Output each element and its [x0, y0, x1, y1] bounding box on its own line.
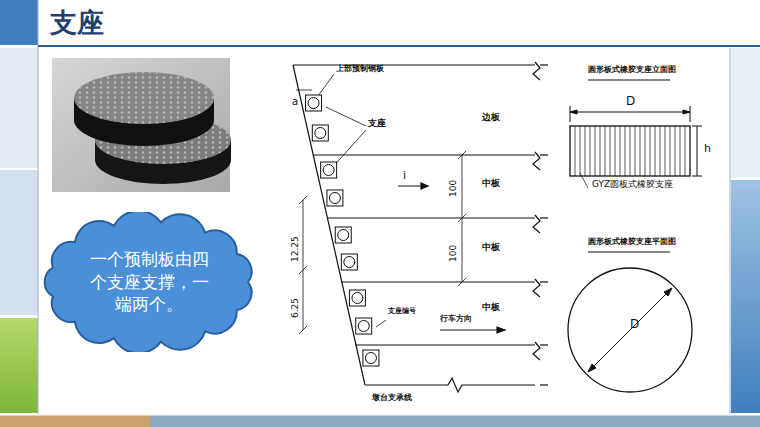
bearing-symbol: [363, 350, 379, 366]
part-name: 中板: [482, 243, 500, 253]
bearing-symbol: [312, 125, 328, 141]
part-name: 边板: [482, 113, 500, 123]
bearing-symbol: [327, 190, 343, 206]
note: 行车方向: [440, 315, 472, 324]
hatch-line: [615, 126, 616, 176]
hatch-line: [645, 126, 646, 176]
bearing-symbol: [308, 98, 319, 109]
dimension: 6.25: [291, 298, 301, 318]
part-name: 支座: [368, 119, 386, 129]
hatch-line: [580, 126, 581, 176]
hatch-line: [585, 126, 586, 176]
bearing-symbol: [356, 318, 372, 334]
bearing-symbol: [349, 290, 365, 306]
callout-body: 一个预制板由四个支座支撑，一端两个。: [40, 212, 258, 352]
dimension-symbol: D: [630, 318, 639, 331]
hatch-line: [665, 126, 666, 176]
hatch-line: [675, 126, 676, 176]
hatch-line: [685, 126, 686, 176]
dimension: 100: [449, 180, 459, 197]
hatch-line: [660, 126, 661, 176]
bearing-symbol: [352, 293, 363, 304]
bearing-symbol: [338, 230, 349, 241]
bearing-symbol: [341, 254, 357, 270]
dimension-symbol: h: [704, 143, 711, 155]
hatch-line: [680, 126, 681, 176]
direction-symbol: i: [403, 170, 406, 182]
cloud-outline: [45, 212, 252, 352]
hatch-line: [610, 126, 611, 176]
hatch-line: [635, 126, 636, 176]
part-name: 墩台支承线: [372, 394, 412, 403]
hatch-line: [600, 126, 601, 176]
view-title: 圆形板式橡胶支座平面图: [588, 238, 676, 247]
bearing-symbol: [358, 321, 369, 332]
hatch-line: [595, 126, 596, 176]
hatch-line: [575, 126, 576, 176]
hatch-line: [650, 126, 651, 176]
hatch-line: [670, 126, 671, 176]
part-name: 中板: [482, 179, 500, 189]
part-name: 支座编号: [388, 308, 416, 316]
dimension: 12.25: [291, 236, 301, 262]
hatch-line: [630, 126, 631, 176]
hatch-line: [620, 126, 621, 176]
bearing-symbol: [335, 227, 351, 243]
hatch-line: [640, 126, 641, 176]
bearing-symbol: [321, 162, 337, 178]
slide-title: 支座: [50, 8, 104, 38]
bearing-symbol: [344, 257, 355, 268]
dimension: 100: [449, 245, 459, 262]
hatch-line: [590, 126, 591, 176]
hatch-line: [655, 126, 656, 176]
dimension-symbol: D: [626, 95, 635, 108]
bearing-symbol: [323, 165, 334, 176]
bearing-symbol: [315, 128, 326, 139]
cloud-callout: 一个预制板由四个支座支撑，一端两个。: [40, 212, 258, 352]
bearing-symbol: [365, 353, 376, 364]
bearing-symbol: [329, 193, 340, 204]
part-name: GYZ圆板式橡胶支座: [592, 180, 673, 190]
part-name: 上部预制钢板: [336, 65, 384, 74]
bearing-symbol: [306, 95, 322, 111]
part-name: 中板: [482, 303, 500, 313]
dimension-symbol: a: [292, 96, 298, 107]
callout-text: 一个预制板由四个支座支撑，一端两个。: [88, 248, 210, 317]
hatch-line: [605, 126, 606, 176]
hatch-line: [625, 126, 626, 176]
view-title: 圆形板式橡胶支座立面图: [588, 66, 676, 75]
